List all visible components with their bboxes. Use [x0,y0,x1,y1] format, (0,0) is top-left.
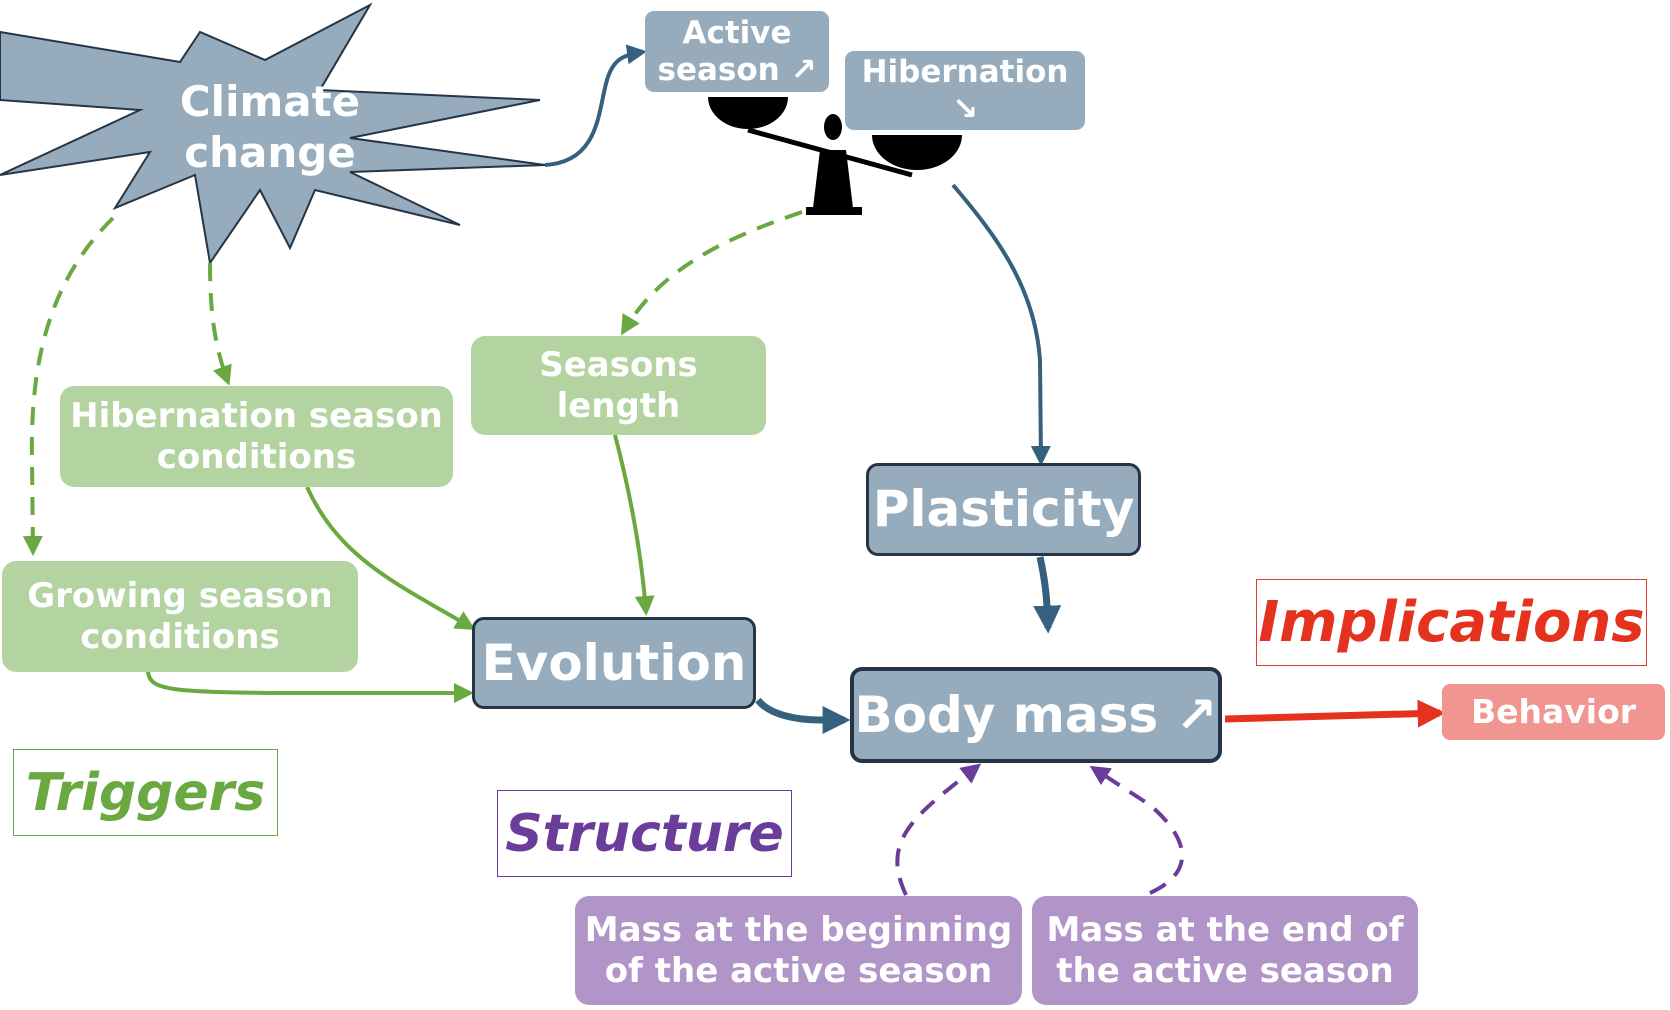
hibernation-line1: Hibernation [861,53,1069,90]
behavior-label: Behavior [1470,691,1637,731]
implications-label: Implications [1256,579,1647,666]
hibernation-conditions-line2: conditions [156,436,357,477]
structure-label: Structure [497,790,792,877]
hibernation-line2: ↘ [952,90,978,127]
climate-change-label: Climate change [150,76,390,178]
arrow-hibernation-conditions-to-evolution [305,486,476,631]
mass-begin-line1: Mass at the beginning [584,910,1013,951]
hibernation-box: Hibernation ↘ [845,51,1085,130]
arrow-seasons-length-to-evolution [613,434,655,616]
balance-scale-icon [708,97,962,215]
body-mass-box: Body mass ↗ [850,667,1222,763]
climate-change-line2: change [184,128,356,178]
mass-end-line2: the active season [1056,950,1394,991]
arrow-body-mass-to-behavior [1224,699,1446,728]
implications-text: Implications [1258,590,1645,655]
climate-change-starburst [0,2,546,266]
mass-begin-box: Mass at the beginning of the active seas… [575,896,1022,1005]
growing-conditions-box: Growing season conditions [2,561,358,672]
arrow-scale-to-seasons-length [620,210,803,336]
arrow-climate-to-active-season [544,44,647,167]
body-mass-label: Body mass ↗ [854,685,1218,744]
arrow-growing-conditions-to-evolution [146,671,474,703]
seasons-length-box: Seasons length [471,336,766,435]
active-season-line2: season ↗ [657,51,817,88]
growing-conditions-line2: conditions [80,616,280,657]
active-season-box: Active season ↗ [645,11,829,92]
triggers-text: Triggers [25,762,266,823]
hibernation-conditions-line1: Hibernation season [70,396,443,437]
growing-conditions-line1: Growing season [27,576,333,617]
arrow-climate-to-hibernation-conditions [208,262,232,386]
evolution-box: Evolution [472,617,756,709]
plasticity-label: Plasticity [872,480,1135,538]
triggers-label: Triggers [13,749,278,836]
active-season-line1: Active [682,14,792,51]
seasons-length-line1: Seasons [539,345,698,386]
arrow-scale-to-plasticity [951,183,1051,466]
arrow-climate-to-growing-conditions [22,216,115,556]
evolution-label: Evolution [481,633,747,692]
arrow-mass-begin-to-body-mass [895,763,982,896]
arrow-plasticity-to-body-mass [1033,556,1062,634]
behavior-box: Behavior [1442,684,1665,740]
arrow-mass-end-to-body-mass [1089,765,1184,895]
arrow-evolution-to-body-mass [755,697,851,734]
structure-text: Structure [505,803,784,864]
mass-end-box: Mass at the end of the active season [1032,896,1418,1005]
climate-change-line1: Climate [179,77,361,126]
plasticity-box: Plasticity [866,463,1141,556]
mass-begin-line2: of the active season [604,950,993,991]
hibernation-conditions-box: Hibernation season conditions [60,386,453,487]
mass-end-line1: Mass at the end of [1046,910,1404,951]
seasons-length-line2: length [556,385,681,426]
